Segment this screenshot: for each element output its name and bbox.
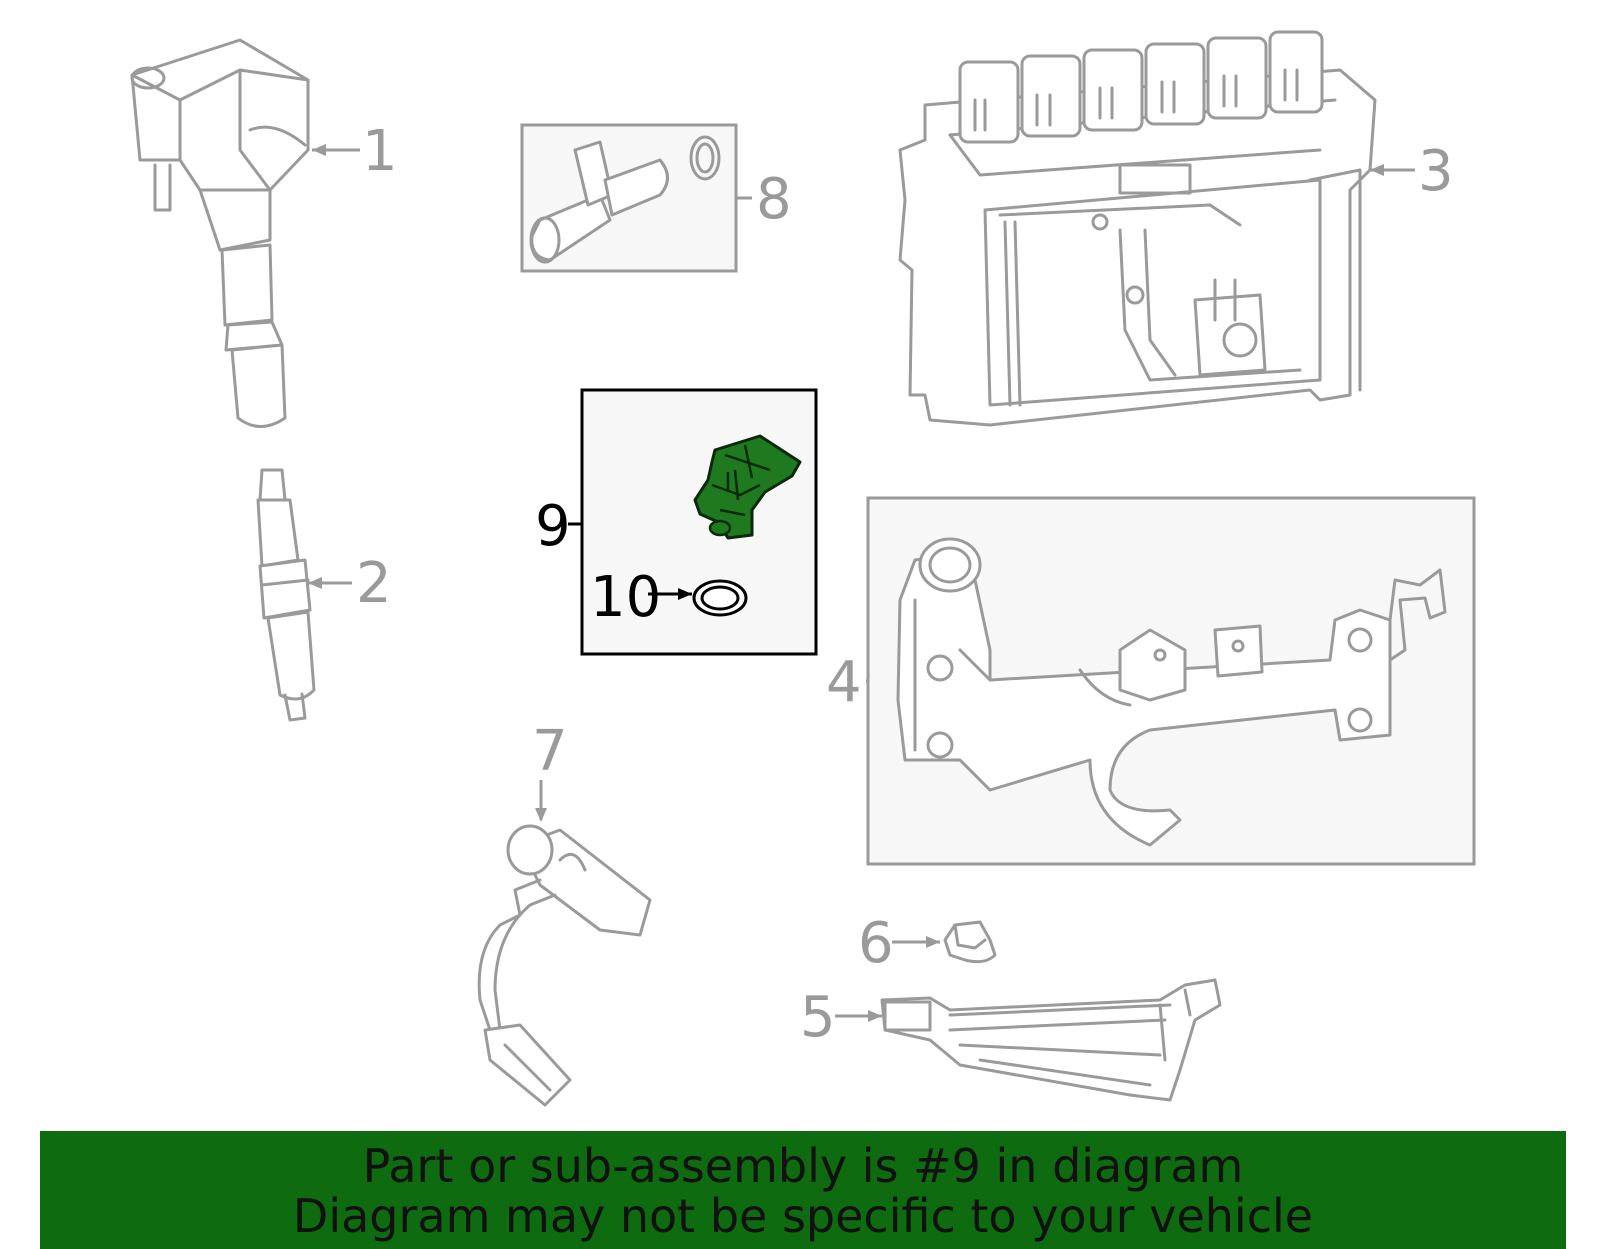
- callout-8: 8: [737, 167, 792, 232]
- part-9-crankshaft-position-sensor[interactable]: [693, 434, 802, 540]
- callout-7-label: 7: [532, 719, 568, 784]
- callout-6-label: 6: [858, 911, 894, 976]
- callout-4: 4: [826, 650, 868, 715]
- callout-8-label: 8: [756, 167, 792, 232]
- banner-line-1: Part or sub-assembly is #9 in diagram: [362, 1139, 1244, 1193]
- part-5-heat-shield[interactable]: [880, 978, 1222, 1102]
- callout-5: 5: [800, 985, 882, 1050]
- ecm-connectors: [958, 30, 1324, 144]
- part-7-oxygen-sensor[interactable]: [477, 824, 652, 1107]
- callout-5-label: 5: [800, 985, 836, 1050]
- callout-9-label: 9: [535, 494, 571, 559]
- info-banner: Part or sub-assembly is #9 in diagram Di…: [40, 1131, 1566, 1249]
- callout-9: 9: [535, 494, 582, 559]
- banner-line-2: Diagram may not be specific to your vehi…: [292, 1189, 1314, 1243]
- callout-10: 10: [590, 565, 692, 630]
- part-8-group[interactable]: [520, 123, 738, 273]
- callout-10-label: 10: [590, 565, 661, 630]
- parts-diagram: 1 2 8: [130, 30, 1476, 1107]
- callout-7: 7: [532, 719, 568, 822]
- callout-6: 6: [858, 911, 940, 976]
- part-6-nut[interactable]: [943, 920, 997, 964]
- callout-2-label: 2: [356, 551, 392, 616]
- callout-4-label: 4: [826, 650, 862, 715]
- part-4-group[interactable]: [866, 496, 1476, 866]
- callout-1-label: 1: [362, 119, 398, 184]
- callout-1: 1: [312, 119, 398, 184]
- part-9-group[interactable]: [580, 388, 818, 656]
- part-2-spark-plug[interactable]: [256, 468, 316, 722]
- callout-2: 2: [308, 551, 392, 616]
- part-3-engine-control-module[interactable]: [898, 30, 1377, 427]
- callout-3-label: 3: [1418, 139, 1454, 204]
- callout-3: 3: [1370, 139, 1454, 204]
- part-10-o-ring[interactable]: [692, 579, 748, 617]
- part-1-ignition-coil[interactable]: [130, 38, 310, 428]
